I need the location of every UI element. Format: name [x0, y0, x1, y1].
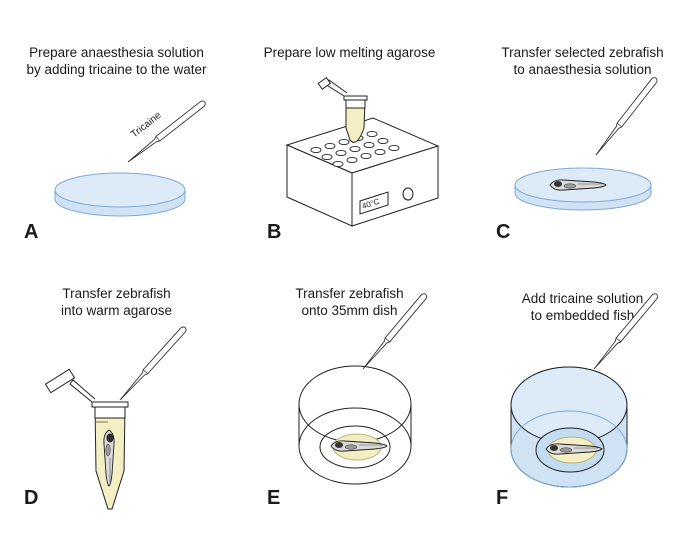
panel-a-caption: Prepare anaesthesia solution by adding t…	[26, 45, 207, 77]
panel-c-illustration	[514, 75, 659, 211]
agarose-tube	[317, 76, 368, 143]
35mm-dish	[298, 365, 412, 485]
panel-b-illustration: 40°C	[285, 76, 440, 227]
panel-f-illustration	[510, 291, 660, 488]
panel-a-illustration: Tricaine	[54, 99, 208, 217]
panel-a: Prepare anaesthesia solution by adding t…	[0, 0, 233, 266]
panel-e-illustration	[298, 291, 429, 485]
tricaine-pipette	[591, 291, 660, 372]
petri-dish	[54, 172, 186, 217]
agarose-tube	[44, 368, 129, 510]
panel-e-letter: E	[267, 487, 281, 509]
transfer-pipette	[360, 291, 429, 372]
35mm-dish-with-solution	[510, 366, 628, 488]
panel-b-letter: B	[267, 221, 282, 243]
panel-b: Prepare low melting agarose 40°C	[233, 0, 466, 266]
panel-e: Transfer zebrafish onto 35mm dish E	[233, 266, 466, 532]
panel-f-letter: F	[496, 487, 509, 509]
panel-d-letter: D	[24, 487, 39, 509]
transfer-pipette	[593, 75, 659, 158]
panel-a-letter: A	[24, 221, 39, 243]
panel-e-caption: Transfer zebrafish onto 35mm dish	[295, 286, 404, 318]
panel-c: Transfer selected zebrafish to anaesthes…	[466, 0, 699, 266]
panel-b-caption: Prepare low melting agarose	[263, 45, 436, 60]
panel-d: Transfer zebrafish into warm agarose D	[0, 266, 233, 532]
panel-f: Add tricaine solution to embedded fish F	[466, 266, 699, 532]
panel-f-caption: Add tricaine solution to embedded fish	[521, 291, 644, 323]
heat-block	[285, 117, 440, 227]
panel-d-caption: Transfer zebrafish into warm agarose	[60, 286, 173, 318]
panel-d-illustration	[44, 325, 188, 510]
panel-c-caption: Transfer selected zebrafish to anaesthes…	[501, 45, 664, 77]
transfer-pipette	[117, 325, 188, 403]
panel-c-letter: C	[496, 221, 511, 243]
